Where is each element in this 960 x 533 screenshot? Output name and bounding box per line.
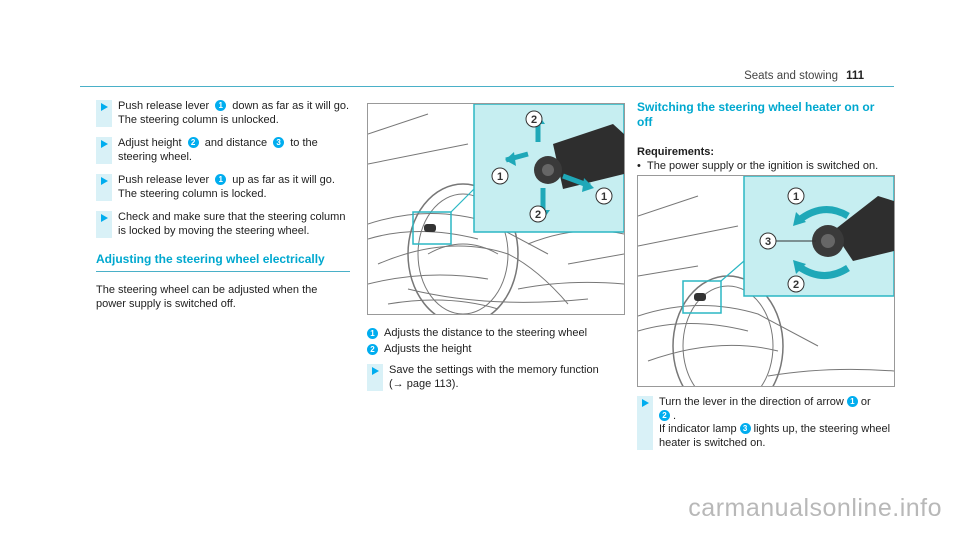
step-release-lever-down: Push release lever 1 down as far as it w…	[96, 100, 350, 127]
fig2-callout-3: 3	[765, 236, 771, 248]
step-result: The steering column is locked.	[118, 187, 267, 200]
fig1-callout-1b: 1	[601, 191, 607, 203]
requirement-text: The power supply or the ignition is swit…	[647, 159, 879, 172]
step-arrow-icon	[100, 140, 108, 148]
running-header: Seats and stowing 111	[744, 70, 864, 82]
step-bar	[637, 396, 653, 450]
step-arrow-icon	[100, 103, 108, 111]
legend-num: 1	[367, 328, 378, 339]
step-arrow-icon	[100, 214, 108, 222]
step-text: Push release lever 1 up as far as it wil…	[112, 174, 335, 201]
step-arrow-icon	[100, 177, 108, 185]
figure-steering-adjust: 2 1 1 2	[367, 103, 625, 315]
step-release-lever-up: Push release lever 1 up as far as it wil…	[96, 174, 350, 201]
step-text-a: Adjust height	[118, 137, 185, 149]
column-3: Switching the steering wheel heater on o…	[637, 100, 894, 173]
column-1: Push release lever 1 down as far as it w…	[96, 100, 350, 311]
bullet-dot: •	[637, 159, 641, 172]
section-paragraph: The steering wheel can be adjusted when …	[96, 284, 318, 310]
step-text-or: or	[860, 396, 871, 408]
callout-1: 1	[215, 174, 227, 185]
figure-legend: 1 Adjusts the distance to the steering wh…	[367, 326, 625, 358]
callout-1: 1	[846, 396, 858, 407]
step-text-a: Save the settings with the memory functi…	[389, 364, 599, 376]
step-check-locked: Check and make sure that the steering co…	[96, 211, 350, 238]
fig2-callout-1: 1	[793, 191, 799, 203]
step-save-memory: Save the settings with the memory functi…	[367, 364, 625, 391]
section-title-heater: Switching the steering wheel heater on o…	[637, 100, 875, 129]
legend-num: 2	[367, 344, 378, 355]
figure-heater-lever: 1 3 2	[637, 175, 895, 387]
page-number: 111	[846, 70, 864, 82]
legend-item: 2 Adjusts the height	[367, 342, 625, 356]
fig1-callout-2: 2	[531, 114, 537, 126]
step-text-c: to the steering wheel.	[118, 137, 318, 163]
step-text-b: If indicator lamp	[659, 423, 737, 435]
step-adjust-height: Adjust height 2 and distance 3 to the st…	[96, 137, 350, 164]
step-text: Adjust height 2 and distance 3 to the st…	[112, 137, 350, 164]
requirements-label: Requirements:	[637, 146, 715, 158]
fig1-callout-2b: 2	[535, 209, 541, 221]
fig1-callout-1: 1	[497, 171, 503, 183]
step-text: Push release lever 1 down as far as it w…	[112, 100, 349, 127]
step-text-a: Push release lever	[118, 174, 213, 186]
step-bar	[96, 174, 112, 201]
step-text-c: lights up, the steering wheel heater is …	[659, 423, 891, 449]
step-text-b: up as far as it will go.	[229, 174, 335, 186]
step-text-b: and distance	[201, 137, 271, 149]
step-text: Turn the lever in the direction of arrow…	[659, 396, 891, 449]
callout-3: 3	[273, 137, 285, 148]
step-text: Save the settings with the memory functi…	[383, 364, 599, 391]
requirement-item: • The power supply or the ignition is swi…	[637, 160, 894, 174]
step-turn-lever: Turn the lever in the direction of arrow…	[637, 396, 894, 450]
fig2-callout-2: 2	[793, 279, 799, 291]
callout-2: 2	[187, 137, 199, 148]
step-text-a: Push release lever	[118, 100, 213, 112]
legend-text: Adjusts the height	[384, 343, 472, 355]
watermark: carmanualsonline.info	[688, 494, 942, 522]
step-bar	[96, 137, 112, 164]
step-arrow-icon	[371, 367, 379, 375]
page-reference-link[interactable]: (→ page 113).	[389, 377, 459, 390]
legend-item: 1 Adjusts the distance to the steering wh…	[367, 326, 625, 340]
legend-text: Adjusts the distance to the steering whe…	[384, 327, 588, 339]
section-title-electric: Adjusting the steering wheel electricall…	[96, 252, 350, 272]
callout-2: 2	[659, 409, 670, 421]
step-text: Check and make sure that the steering co…	[118, 211, 346, 237]
header-rule	[80, 86, 894, 87]
step-bar	[367, 364, 383, 391]
step-bar	[96, 100, 112, 127]
steering-illustration: 2 1 1 2	[368, 104, 624, 314]
step-result: The steering column is unlocked.	[118, 113, 279, 126]
step-text-b: down as far as it will go.	[229, 100, 350, 112]
step-arrow-icon	[641, 399, 649, 407]
header-title: Seats and stowing	[744, 70, 839, 82]
callout-3: 3	[739, 423, 751, 434]
heater-illustration: 1 3 2	[638, 176, 894, 386]
callout-1: 1	[215, 100, 227, 111]
step-text-a: Turn the lever in the direction of arrow	[659, 396, 844, 408]
step-bar	[96, 211, 112, 238]
